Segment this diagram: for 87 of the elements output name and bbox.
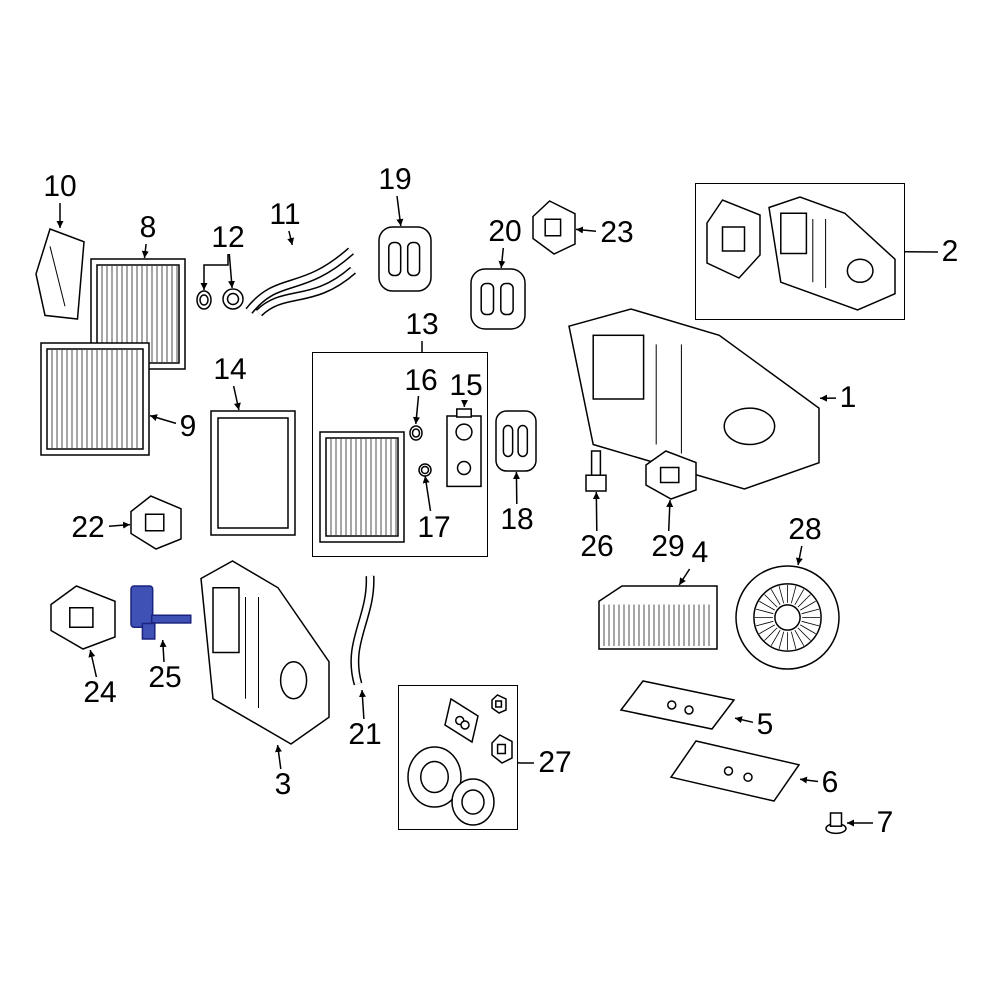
callout-number: 15 bbox=[445, 370, 487, 402]
housing-part-drawing bbox=[532, 200, 576, 255]
callout-number: 7 bbox=[873, 807, 897, 839]
callout-number: 23 bbox=[596, 217, 638, 249]
leader-arrow bbox=[108, 522, 130, 529]
leader-arrow bbox=[56, 203, 64, 228]
callout-number: 25 bbox=[144, 662, 186, 694]
callout-number: 11 bbox=[264, 199, 306, 231]
leader-arrow bbox=[413, 396, 420, 424]
callout-number: 9 bbox=[176, 411, 200, 443]
leader-arrow bbox=[88, 650, 98, 678]
callout-number: 5 bbox=[753, 709, 777, 741]
callout-number: 18 bbox=[496, 504, 538, 536]
leader-arrow bbox=[498, 248, 506, 268]
leader-arrow bbox=[287, 230, 294, 246]
ring-drawing bbox=[222, 288, 244, 310]
callout-number: 14 bbox=[209, 354, 251, 386]
group-frame bbox=[398, 685, 518, 830]
leader-arrow bbox=[275, 744, 282, 770]
callout-number: 8 bbox=[136, 212, 160, 244]
callout-number: 17 bbox=[413, 512, 455, 544]
callout-number: 20 bbox=[484, 216, 526, 248]
group-frame bbox=[312, 352, 488, 557]
housing-drawing bbox=[568, 308, 820, 490]
sensor-drawing bbox=[130, 585, 192, 640]
bracket-drawing bbox=[620, 680, 735, 730]
leader-arrow bbox=[678, 568, 690, 586]
gasket-drawing bbox=[495, 410, 537, 472]
leader-arrow bbox=[734, 716, 754, 724]
callout-number: 3 bbox=[271, 769, 295, 801]
callout-number: 10 bbox=[39, 171, 81, 203]
leader-line bbox=[421, 341, 423, 353]
leader-arrow bbox=[592, 492, 600, 532]
callout-number: 1 bbox=[836, 382, 860, 414]
leader-arrow bbox=[576, 226, 596, 234]
leader-arrow bbox=[142, 244, 149, 258]
pipe-drawing bbox=[245, 245, 357, 317]
callout-number: 6 bbox=[818, 767, 842, 799]
shroud-drawing bbox=[35, 228, 85, 320]
valve-drawing bbox=[446, 408, 482, 488]
leader-arrow bbox=[160, 640, 167, 662]
ring-drawing bbox=[196, 290, 212, 310]
leader-arrow bbox=[396, 196, 404, 226]
leader-arrow bbox=[800, 776, 818, 784]
leader-arrow bbox=[358, 690, 366, 720]
gasket-drawing bbox=[470, 268, 526, 330]
housing-part-drawing bbox=[130, 495, 182, 550]
leader-line bbox=[905, 251, 938, 253]
leader-arrow bbox=[461, 400, 468, 408]
leader-arrow bbox=[228, 254, 236, 288]
callout-number: 24 bbox=[79, 677, 121, 709]
bolt-drawing bbox=[585, 450, 607, 492]
group-frame bbox=[695, 183, 905, 320]
blower-motor-drawing bbox=[735, 565, 840, 670]
callout-number: 22 bbox=[67, 512, 109, 544]
housing-part-drawing bbox=[50, 585, 116, 650]
callout-number: 16 bbox=[400, 365, 442, 397]
leader-line bbox=[518, 762, 534, 764]
callout-number: 27 bbox=[534, 747, 576, 779]
leader-arrow bbox=[150, 414, 176, 424]
callout-number: 2 bbox=[938, 236, 962, 268]
leader-arrow bbox=[847, 820, 873, 826]
heat-exchanger-drawing bbox=[40, 342, 150, 456]
housing-drawing bbox=[200, 560, 330, 745]
leader-arrow bbox=[513, 472, 520, 504]
leader-arrow bbox=[200, 254, 229, 290]
leader-arrow bbox=[666, 500, 674, 532]
callout-number: 19 bbox=[374, 164, 416, 196]
leader-arrow bbox=[796, 546, 803, 566]
callout-number: 28 bbox=[784, 514, 826, 546]
callout-number: 26 bbox=[576, 531, 618, 563]
callout-number: 12 bbox=[207, 222, 249, 254]
gasket-drawing bbox=[378, 226, 432, 292]
frame-drawing bbox=[210, 410, 296, 536]
filter-drawing bbox=[598, 585, 718, 650]
nut-drawing bbox=[825, 812, 847, 834]
callout-number: 4 bbox=[688, 537, 712, 569]
housing-part-drawing bbox=[645, 450, 697, 500]
leader-arrow bbox=[422, 476, 432, 512]
bracket-drawing bbox=[670, 740, 800, 802]
leader-arrow bbox=[820, 394, 836, 402]
callout-number: 13 bbox=[401, 309, 443, 341]
leader-arrow bbox=[232, 386, 241, 410]
callout-number: 29 bbox=[647, 531, 689, 563]
ring-drawing bbox=[409, 425, 423, 441]
callout-number: 21 bbox=[344, 719, 386, 751]
ring-drawing bbox=[418, 463, 432, 477]
